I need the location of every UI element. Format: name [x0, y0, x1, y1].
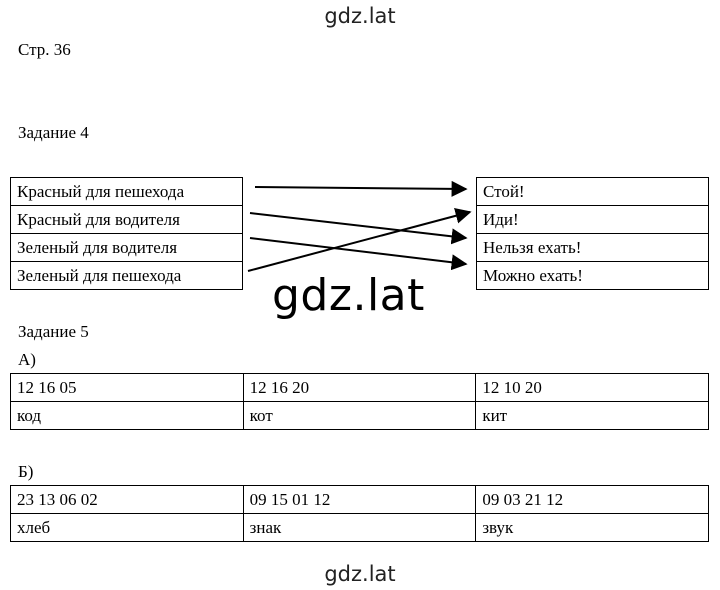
arrow-green-driver-to-can-drive [249, 237, 468, 271]
code-cell: 09 15 01 12 [242, 485, 477, 514]
task4-title: Задание 4 [18, 123, 89, 142]
word-cell: хлеб [10, 513, 244, 542]
task4-right-item: Нельзя ехать! [476, 233, 709, 262]
word-cell: знак [242, 513, 477, 542]
task4-left-item: Красный для водителя [10, 205, 243, 234]
word-cell: кот [242, 401, 477, 430]
word-cell: кит [475, 401, 709, 430]
watermark-bottom: gdz.lat [324, 562, 396, 586]
watermark-top: gdz.lat [324, 4, 396, 28]
code-cell: 12 16 20 [242, 373, 477, 402]
arrow-red-pedestrian-to-stop [254, 180, 468, 197]
part-a-table: 12 16 05 12 16 20 12 10 20 код кот кит [10, 373, 709, 430]
part-b-label: Б) [18, 462, 34, 481]
word-cell: звук [475, 513, 709, 542]
watermark-center: gdz.lat [272, 270, 452, 322]
task4-right-column: Стой! Иди! Нельзя ехать! Можно ехать! [476, 177, 709, 290]
page-number: Стр. 36 [18, 40, 71, 59]
task4-left-item: Зеленый для пешехода [10, 261, 243, 290]
arrow-red-driver-to-no-drive [249, 212, 468, 245]
arrow-green-pedestrian-to-go [247, 207, 472, 272]
code-cell: 12 16 05 [10, 373, 244, 402]
task4-left-item: Зеленый для водителя [10, 233, 243, 262]
code-cell: 09 03 21 12 [475, 485, 709, 514]
word-cell: код [10, 401, 244, 430]
task5-title: Задание 5 [18, 322, 89, 341]
task4-right-item: Можно ехать! [476, 261, 709, 290]
part-a-label: А) [18, 350, 36, 369]
code-cell: 23 13 06 02 [10, 485, 244, 514]
code-cell: 12 10 20 [475, 373, 709, 402]
task4-right-item: Иди! [476, 205, 709, 234]
part-b-table: 23 13 06 02 09 15 01 12 09 03 21 12 хлеб… [10, 485, 709, 542]
task4-left-column: Красный для пешехода Красный для водител… [10, 177, 243, 290]
task4-left-item: Красный для пешехода [10, 177, 243, 206]
task4-right-item: Стой! [476, 177, 709, 206]
